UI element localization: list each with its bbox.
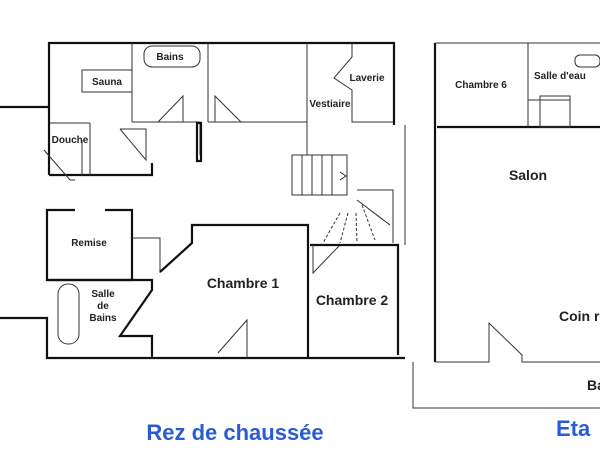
room-label-ba: Ba bbox=[587, 377, 600, 393]
sink bbox=[574, 54, 600, 68]
outer-wall bbox=[47, 41, 396, 175]
upper-floor-title: Eta bbox=[556, 416, 591, 441]
ground-floor-title: Rez de chaussée bbox=[146, 420, 323, 445]
wall bbox=[49, 163, 154, 177]
outer-wall bbox=[0, 316, 405, 360]
room-label-salon: Salon bbox=[509, 167, 547, 183]
room-label-salle-de-bains-2: de bbox=[97, 301, 109, 312]
room-label-sauna: Sauna bbox=[92, 77, 122, 88]
room-label-remise: Remise bbox=[71, 238, 107, 249]
room-label-vestiaire: Vestiaire bbox=[309, 99, 351, 110]
room-label-salle-de-bains-3: Bains bbox=[89, 313, 117, 324]
room-label-chambre2: Chambre 2 bbox=[316, 292, 389, 308]
room-label-coin: Coin r bbox=[559, 308, 600, 324]
room-label-laverie: Laverie bbox=[349, 73, 384, 84]
ground-floor-plan bbox=[0, 41, 406, 360]
room-label-douche: Douche bbox=[52, 135, 89, 146]
room-label-chambre1: Chambre 1 bbox=[207, 275, 280, 291]
room-label-salle-de-bains-1: Salle bbox=[91, 289, 115, 300]
staircase bbox=[291, 154, 394, 244]
room-label-bains: Bains bbox=[156, 52, 184, 63]
upper-floor-plan bbox=[412, 42, 600, 409]
bathtub bbox=[143, 45, 201, 68]
room-label-chambre6: Chambre 6 bbox=[455, 80, 507, 91]
bathtub bbox=[57, 283, 80, 345]
shower bbox=[539, 95, 571, 128]
room-label-salle-deau: Salle d'eau bbox=[534, 71, 586, 82]
chambre1-wall bbox=[159, 223, 310, 358]
